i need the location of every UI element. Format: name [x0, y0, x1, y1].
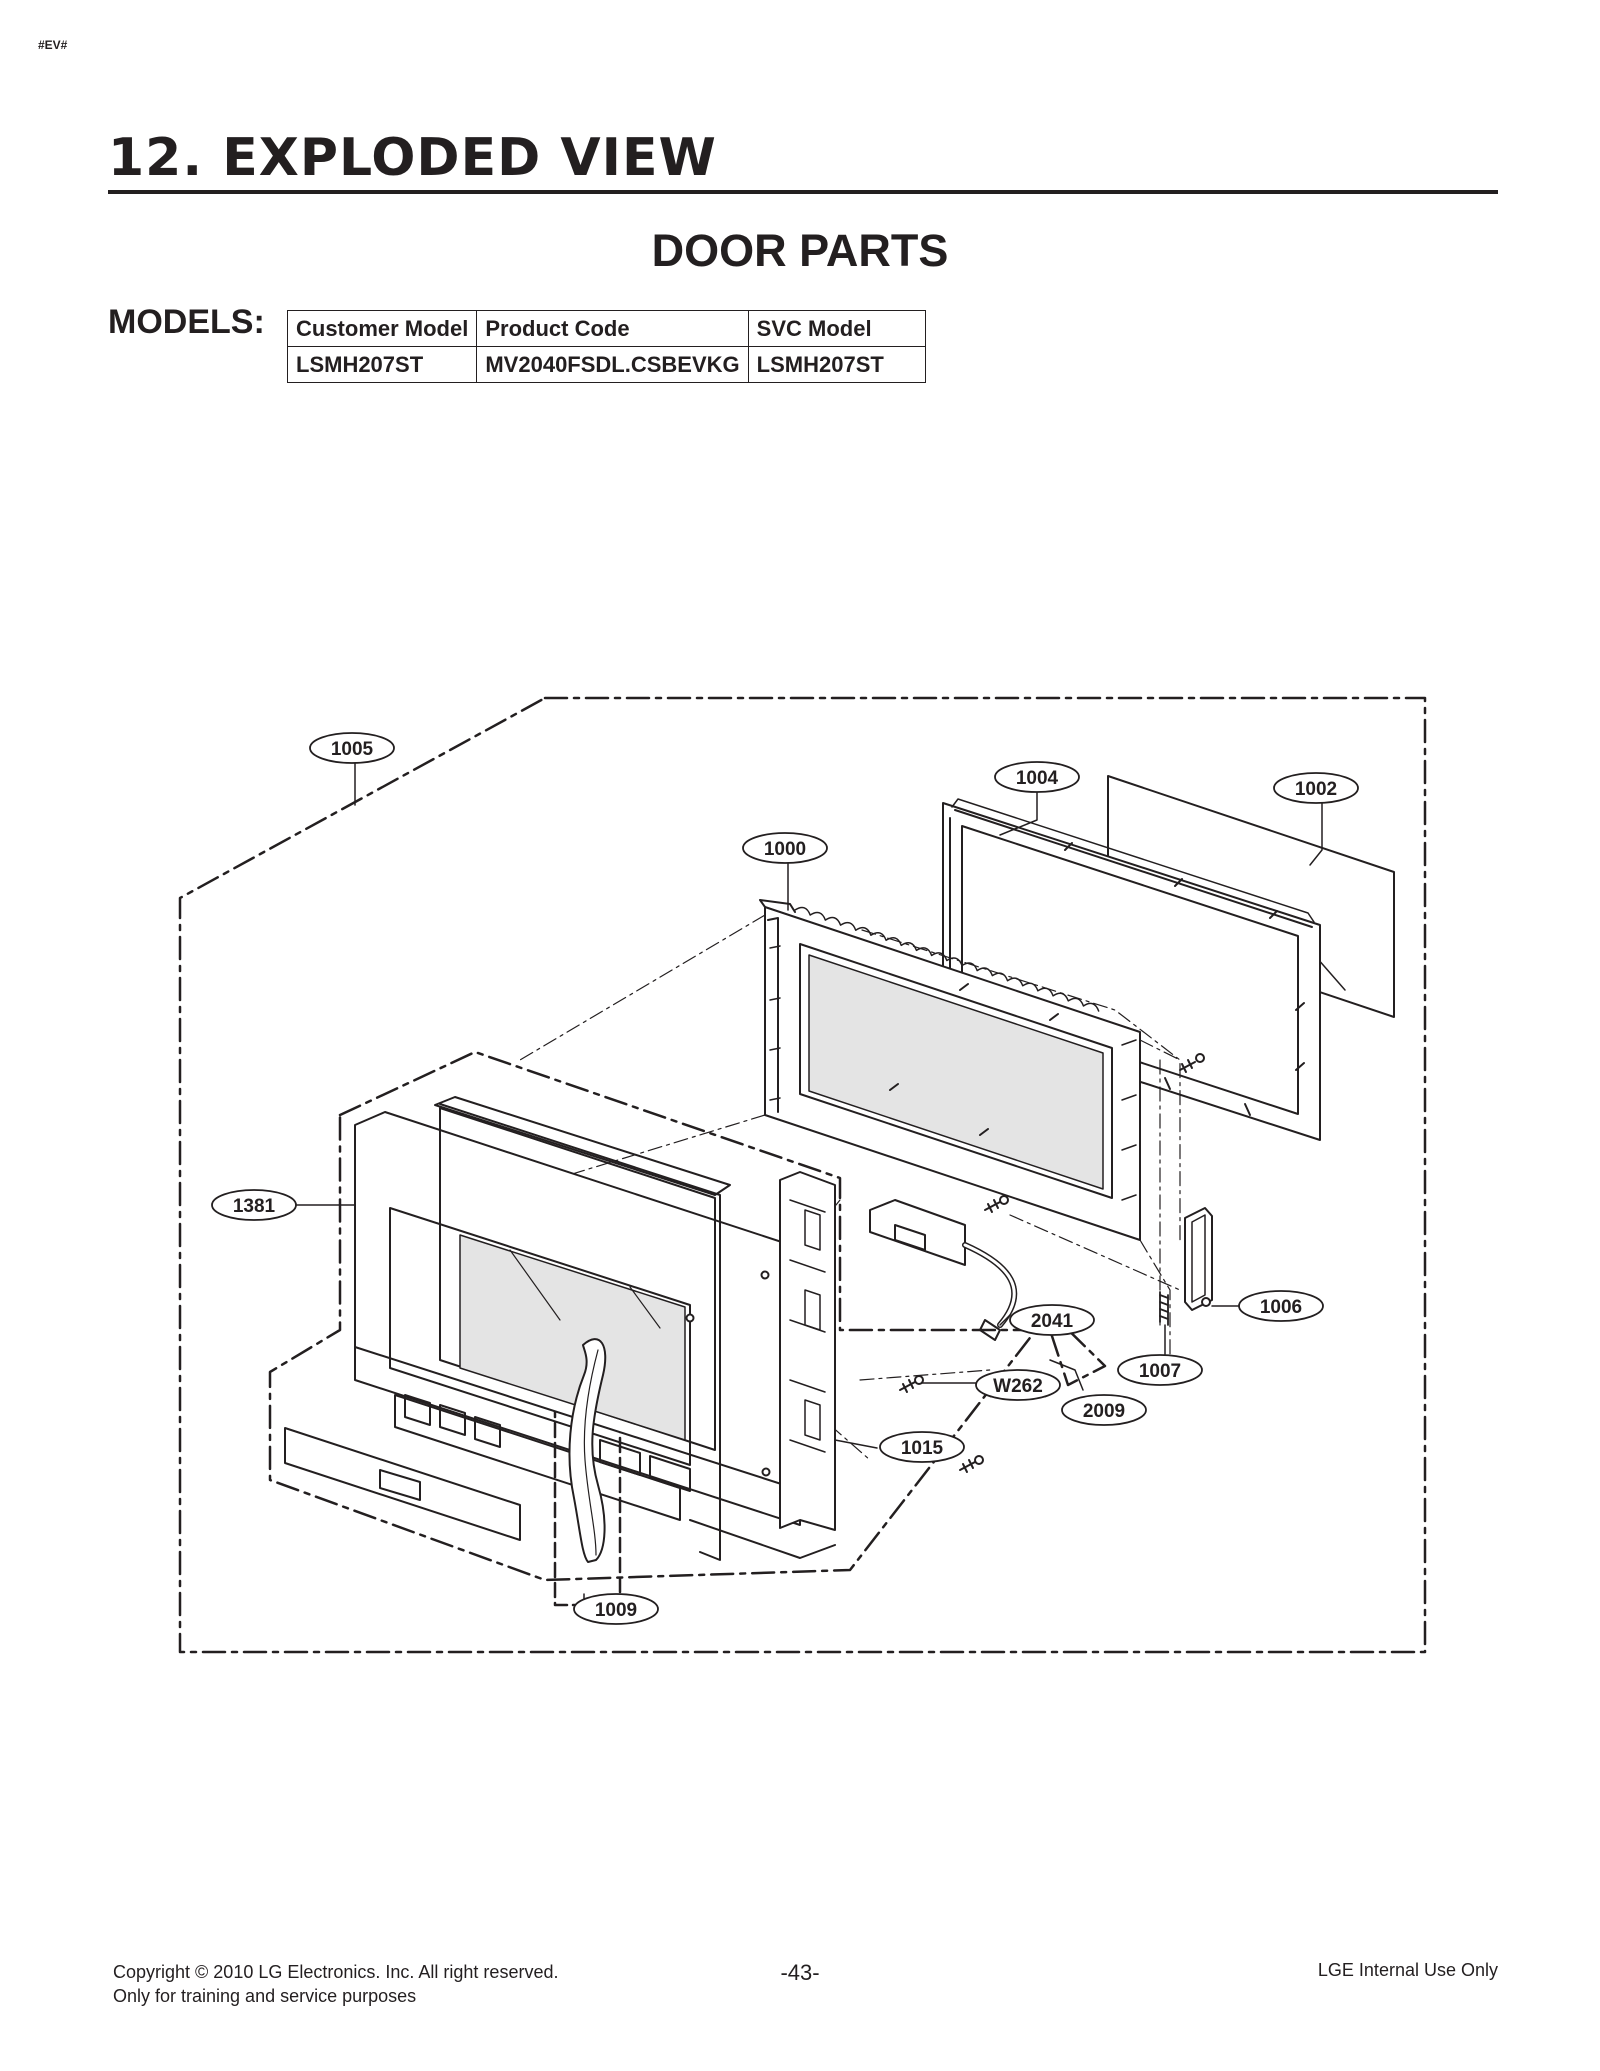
- footer-copyright: Copyright © 2010 LG Electronics. Inc. Al…: [113, 1962, 559, 1982]
- callout-1005: 1005: [331, 739, 374, 760]
- callout-1006: 1006: [1260, 1297, 1302, 1318]
- callout-1002-bubble: [1273, 772, 1359, 804]
- control-strip: [284, 1427, 521, 1541]
- header-svc-model: SVC Model: [747, 310, 926, 347]
- callout-2041: 2041: [1031, 1311, 1074, 1332]
- callout-1006-bubble: [1238, 1290, 1324, 1322]
- callout-1002: 1002: [1295, 779, 1337, 800]
- assembly-guide-lines: [519, 914, 1181, 1461]
- models-label: MODELS:: [108, 303, 265, 341]
- latch-1006: [1184, 1207, 1213, 1311]
- callout-1015-bubble: [879, 1431, 965, 1463]
- callout-w262: W262: [993, 1376, 1043, 1397]
- footer-internal-note: LGE Internal Use Only: [1317, 1960, 1498, 1980]
- callout-2041-bubble: [1009, 1304, 1095, 1336]
- spring-1007: [1159, 1291, 1169, 1326]
- callout-1000-bubble: [742, 832, 828, 864]
- models-table-row: LSMH207ST MV2040FSDL.CSBEVKG LSMH207ST: [286, 346, 926, 383]
- door-handle-1009: [568, 1338, 607, 1563]
- footer-training-note: Only for training and service purposes: [113, 1986, 417, 2006]
- callout-1004: 1004: [1016, 768, 1059, 789]
- callout-1004-bubble: [994, 761, 1080, 793]
- hinge-bracket-1015: [689, 1171, 836, 1559]
- callout-1007-bubble: [1117, 1354, 1203, 1386]
- assembly-boundary: [178, 696, 1427, 1654]
- models-table: Customer Model Product Code SVC Model LS…: [286, 310, 926, 383]
- screw-pcb: [984, 1195, 1009, 1213]
- display-pcb-2041: [869, 1199, 1018, 1341]
- header-product-code: Product Code: [476, 310, 749, 347]
- section-title: 12. EXPLODED VIEW: [108, 128, 717, 188]
- screw-frame: [1179, 1053, 1205, 1073]
- doc-tag: #EV#: [38, 38, 68, 52]
- footer-copyright-block: Copyright © 2010 LG Electronics. Inc. Al…: [113, 1960, 558, 2008]
- callout-1381: 1381: [233, 1196, 276, 1217]
- cell-product-code: MV2040FSDL.CSBEVKG: [476, 346, 749, 383]
- cell-svc-model: LSMH207ST: [747, 346, 926, 383]
- front-subassembly-boundary: [268, 1050, 1107, 1582]
- callout-1000: 1000: [764, 839, 806, 860]
- page-subtitle: DOOR PARTS: [651, 225, 949, 276]
- callout-2009: 2009: [1083, 1401, 1125, 1422]
- screw-bottom: [959, 1455, 984, 1473]
- door-frame-1004: [942, 798, 1321, 1141]
- screw-w262: [899, 1375, 924, 1393]
- cover-screws: [685, 1270, 771, 1477]
- door-cover-1381: [354, 1096, 801, 1561]
- callout-1009-bubble: [573, 1593, 659, 1625]
- callout-w262-bubble: [975, 1369, 1061, 1401]
- cell-customer-model: LSMH207ST: [286, 346, 478, 383]
- callout-1015: 1015: [901, 1438, 944, 1459]
- page-number: -43-: [780, 1960, 820, 1985]
- header-customer-model: Customer Model: [286, 310, 478, 347]
- callout-2009-bubble: [1061, 1394, 1147, 1426]
- callout-1009: 1009: [595, 1600, 637, 1621]
- callout-1381-bubble: [211, 1189, 297, 1221]
- models-table-header-row: Customer Model Product Code SVC Model: [286, 310, 926, 347]
- callout-1005-bubble: [309, 732, 395, 764]
- inner-door-panel-1000: [759, 899, 1141, 1241]
- title-rule: [108, 190, 1498, 194]
- callout-1007: 1007: [1139, 1361, 1181, 1382]
